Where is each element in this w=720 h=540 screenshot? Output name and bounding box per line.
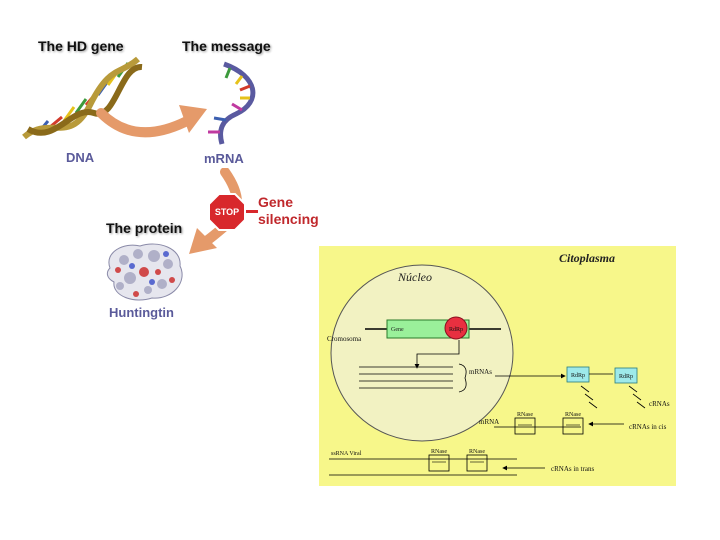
rdrp-box-1 — [566, 366, 590, 383]
rnase-3-box — [428, 454, 450, 472]
stop-sign-icon: STOP — [208, 193, 246, 231]
citoplasma-label: Citoplasma — [559, 251, 615, 265]
cromosoma-label: Cromosoma — [327, 335, 362, 343]
gene-silencing-line-2: silencing — [258, 211, 319, 227]
rdrp-nucleus — [444, 316, 468, 340]
dna-to-mrna-arrow — [96, 105, 207, 138]
protein-label: The protein — [106, 220, 183, 236]
mrna-bracket — [458, 363, 467, 393]
stop-sign-text: STOP — [215, 207, 239, 217]
rdrp-box-2-label: RdRp — [619, 374, 633, 380]
crnas-label: cRNAs — [649, 400, 670, 408]
dna-label: DNA — [66, 150, 95, 165]
mrna-cis-label: mRNA — [479, 418, 499, 426]
rnase-4-box — [466, 454, 488, 472]
huntingtin-protein-illustration — [106, 243, 183, 301]
transcription-arrow — [414, 340, 460, 369]
huntingtin-label: Huntingtin — [109, 305, 174, 320]
nucleus — [330, 264, 514, 442]
crnas-cis-label: cRNAs in cis — [629, 423, 667, 431]
crnas-trans-label: cRNAs in trans — [551, 465, 594, 473]
dna-helix-illustration — [22, 56, 143, 140]
nuclear-mrna-lines — [359, 366, 453, 389]
mrna-strand-illustration — [208, 61, 256, 145]
rnase-2-box — [562, 417, 584, 435]
gene-label: Gene — [391, 327, 404, 333]
gene-silencing-line-1: Gene — [258, 194, 294, 210]
rnase-3-label: RNase — [431, 449, 447, 455]
rdrp-box-1-label: RdRp — [571, 373, 585, 379]
stop-connector — [246, 210, 258, 213]
message-label: The message — [182, 38, 271, 54]
crna-dashes — [580, 385, 646, 409]
rnase-4-label: RNase — [469, 449, 485, 455]
rnase-1-box — [514, 417, 536, 435]
mrnas-label: mRNAs — [469, 368, 492, 376]
rnai-cytoplasm-diagram: Citoplasma Núcleo Gene RdRp Cromosoma mR… — [319, 246, 676, 486]
ssrna-viral-label: ssRNA Viral — [331, 451, 362, 457]
rdrp-nucleus-label: RdRp — [449, 327, 463, 333]
rnase-1-label: RNase — [517, 412, 533, 418]
rnase-2-label: RNase — [565, 412, 581, 418]
gene-silencing-label: Gene silencing — [258, 194, 319, 228]
nucleo-label: Núcleo — [397, 270, 432, 284]
hd-gene-label: The HD gene — [38, 38, 124, 54]
rdrp-box-2 — [614, 367, 638, 384]
mrna-label: mRNA — [204, 151, 244, 166]
